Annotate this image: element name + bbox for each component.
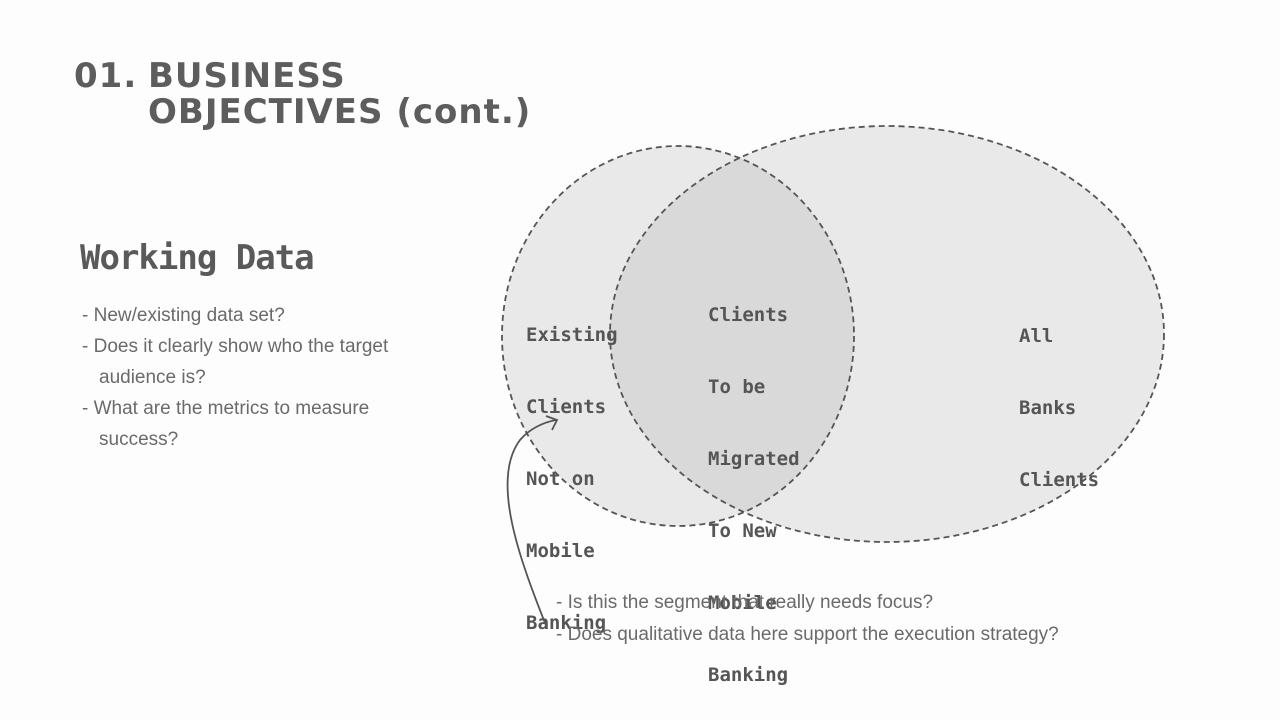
right-set-outline: [609, 125, 1165, 543]
slide-title: 01. BUSINESS OBJECTIVES (cont.): [74, 58, 531, 130]
overlap-label-line: Clients: [708, 304, 789, 326]
overlap-region: [610, 146, 854, 526]
left-set-outline: [501, 145, 855, 527]
title-line-2: OBJECTIVES (cont.): [148, 92, 532, 132]
bullet-item: New/existing data set?: [82, 300, 412, 331]
segment-questions: Is this the segment that really needs fo…: [556, 587, 1059, 651]
question-item: Does qualitative data here support the e…: [556, 619, 1059, 651]
pointer-arrow: [506, 419, 557, 629]
bullet-item: What are the metrics to measure success?: [82, 393, 412, 455]
overlap-label-line: Migrated: [708, 448, 800, 470]
overlap-label-line: To New: [708, 520, 777, 542]
arrow-head: [545, 415, 559, 431]
section-number: 01.: [74, 56, 138, 96]
question-item: Is this the segment that really needs fo…: [556, 587, 1059, 619]
left-label-line: Existing: [526, 324, 618, 346]
overlap-label-line: Banking: [708, 664, 789, 686]
working-data-bullets: New/existing data set? Does it clearly s…: [82, 300, 412, 455]
title-lines: BUSINESS OBJECTIVES (cont.): [148, 58, 531, 130]
left-label-line: Mobile: [526, 540, 595, 562]
title-line-1: BUSINESS: [148, 56, 346, 96]
overlap-label-line: To be: [708, 376, 766, 398]
right-label-line: Banks: [1019, 397, 1077, 419]
left-label-line: Clients: [526, 396, 607, 418]
working-data-heading: Working Data: [80, 238, 315, 278]
right-label-line: Clients: [1019, 469, 1100, 491]
left-label-line: Not on: [526, 468, 595, 490]
right-set-label: All Banks Clients: [1019, 276, 1099, 516]
right-label-line: All: [1019, 325, 1054, 347]
bullet-item: Does it clearly show who the target audi…: [82, 331, 412, 393]
